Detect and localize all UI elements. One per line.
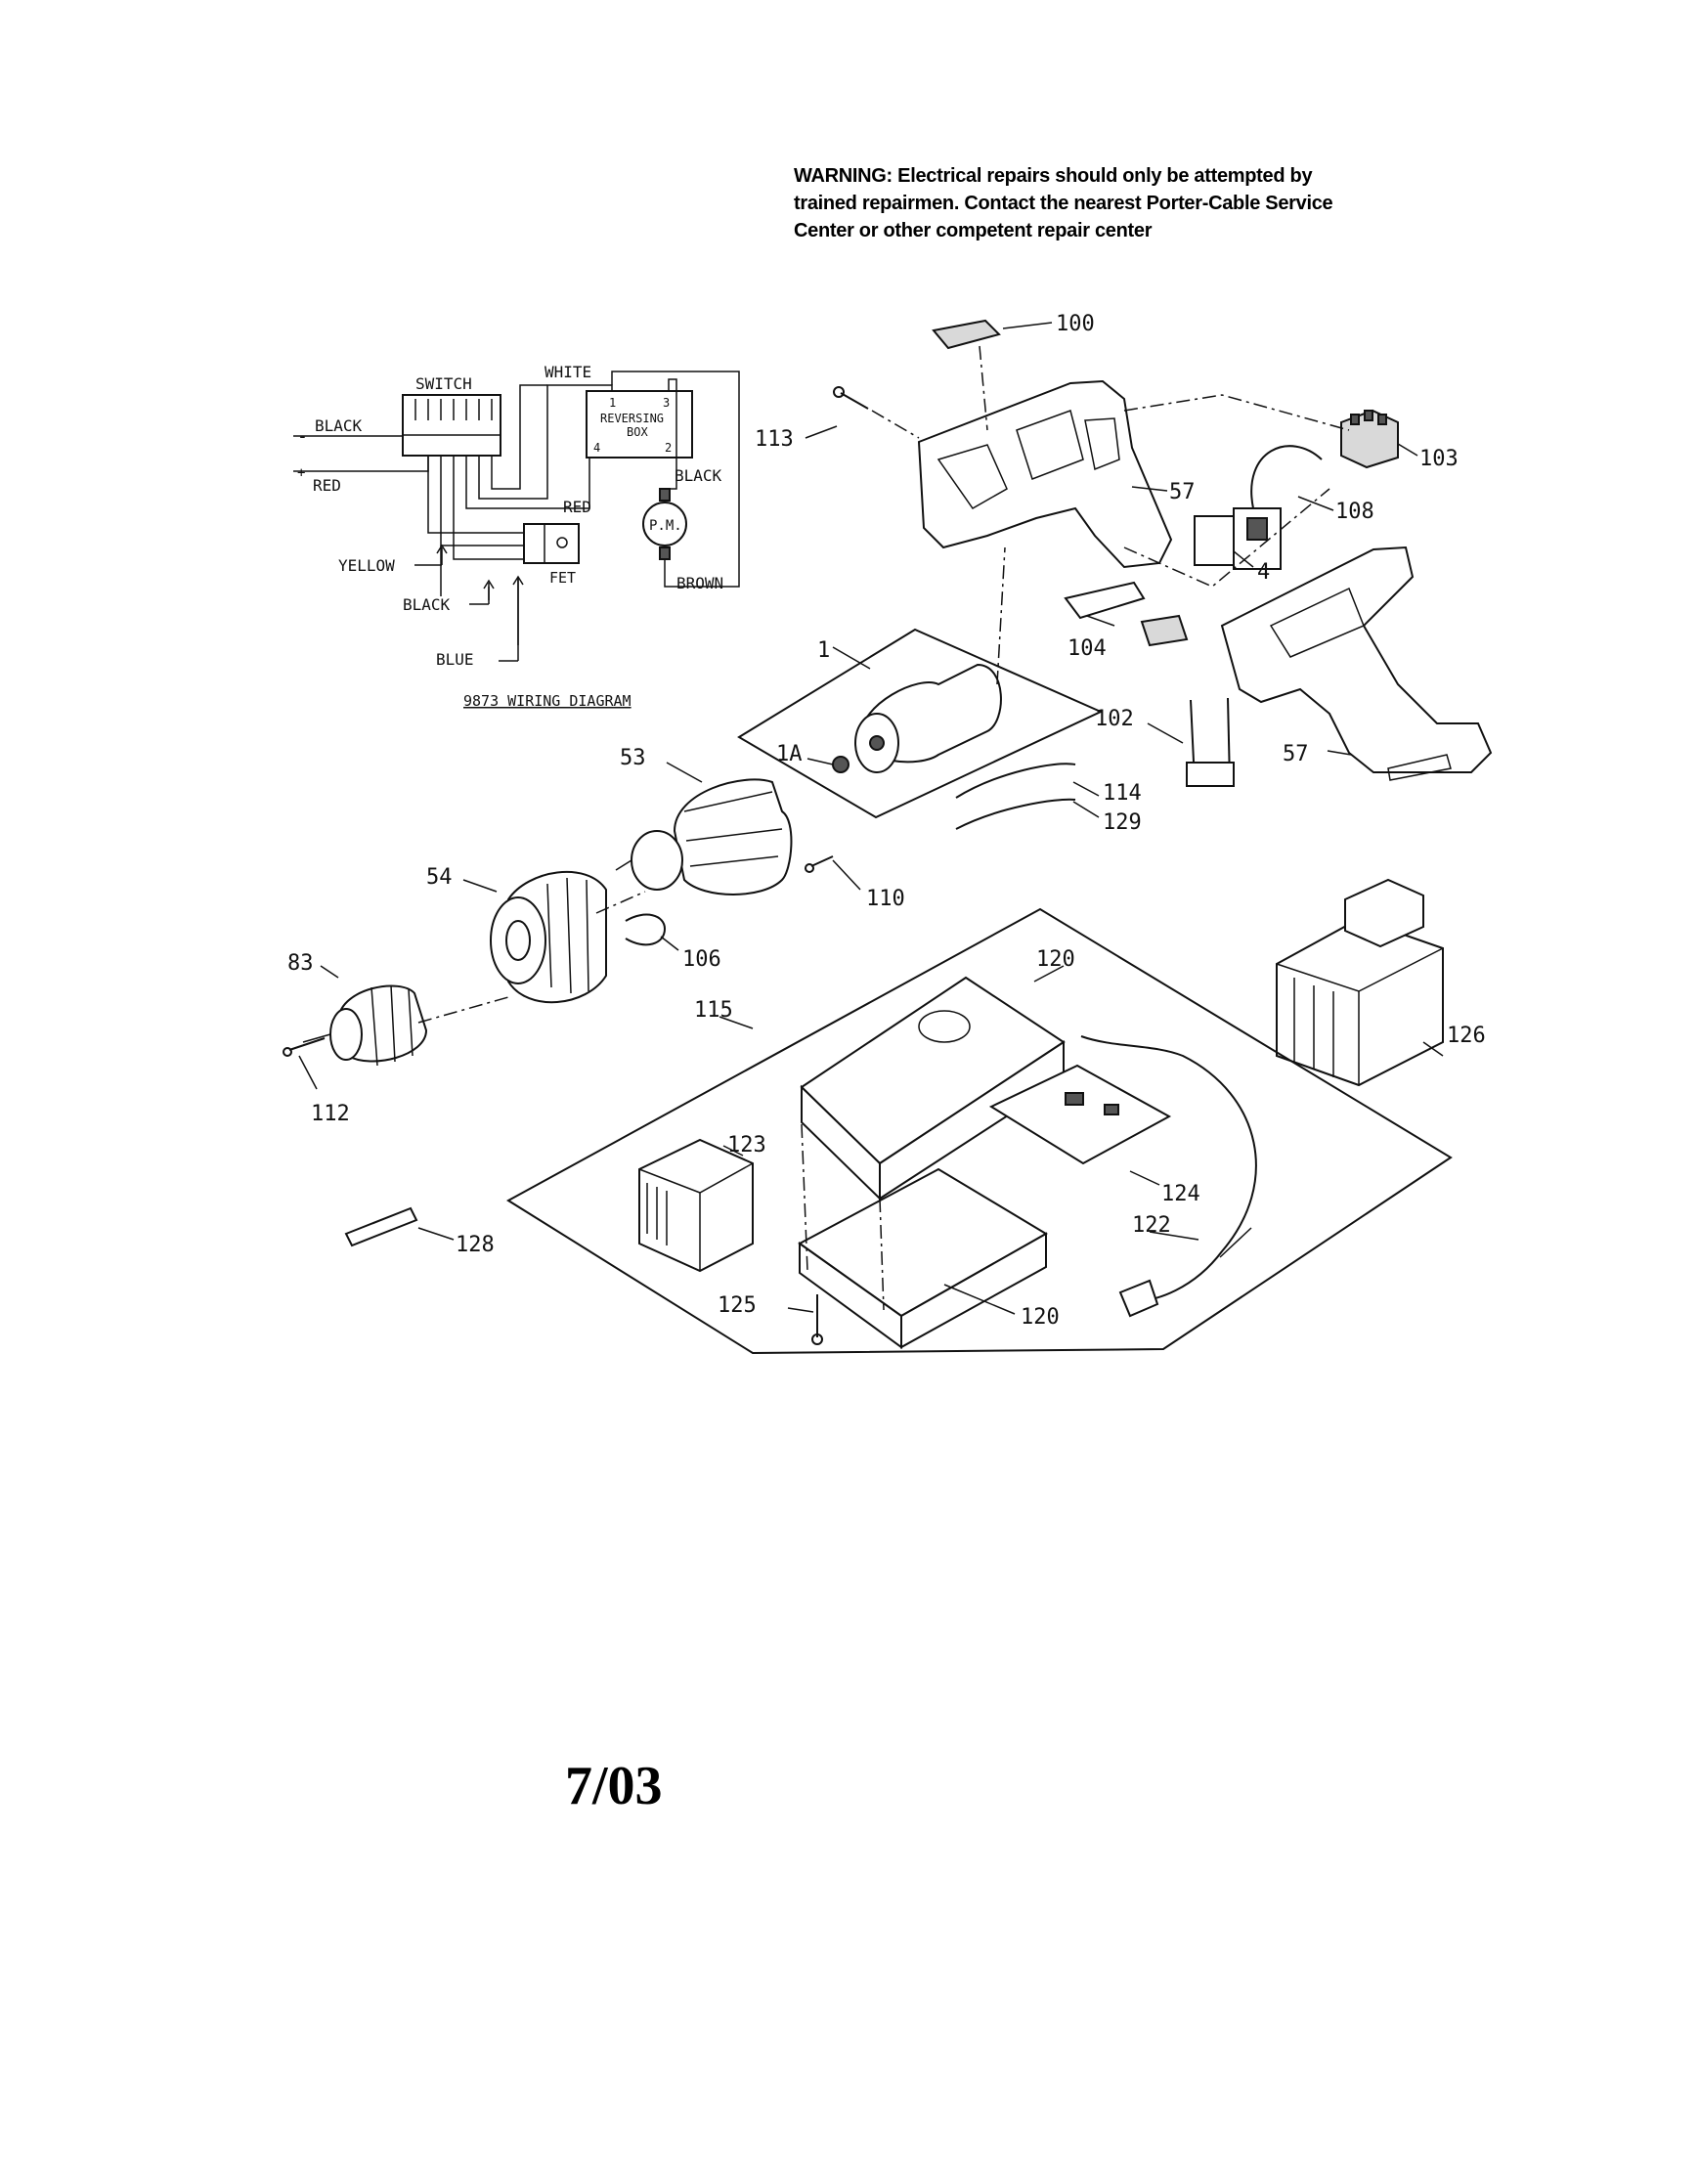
part-4-switch — [1194, 507, 1282, 570]
part-115-outline — [506, 907, 1453, 1355]
wire-label-blue: BLUE — [436, 650, 474, 669]
wire-label-white: WHITE — [545, 363, 591, 381]
part-112-screw — [283, 1037, 326, 1057]
fet-block — [523, 523, 580, 564]
part-128-bit — [344, 1206, 418, 1247]
wiring-diagram: SWITCH 1 3 REVERSING BOX 4 2 P.M. FET — [293, 363, 740, 710]
wire-label-black-motor: BLACK — [675, 466, 722, 485]
motor-symbol — [642, 502, 687, 546]
callout-120-top: 120 — [1036, 947, 1075, 972]
part-1-motor — [854, 663, 1002, 773]
wire-label-black-fet: BLACK — [403, 595, 451, 614]
plus-sign: + — [297, 465, 305, 481]
part-108-lead — [1250, 445, 1323, 509]
revision-date: 7/03 — [565, 1756, 663, 1816]
callout-126: 126 — [1447, 1024, 1486, 1048]
exploded-parts — [283, 319, 1493, 1355]
callout-57-top: 57 — [1169, 480, 1196, 504]
callout-115: 115 — [694, 998, 733, 1023]
part-100-cap — [932, 319, 1001, 350]
part-53-gearbox — [615, 778, 793, 895]
callouts: 100 113 57 103 108 4 104 1 102 57 53 1A … — [287, 312, 1486, 1330]
callout-124: 124 — [1161, 1182, 1200, 1206]
part-129-spring — [955, 798, 1076, 830]
part-122-plug — [1118, 1279, 1159, 1318]
part-114-spring — [955, 763, 1076, 799]
part-124-pcb — [988, 1064, 1172, 1165]
callout-110: 110 — [866, 887, 905, 911]
switch-label: SWITCH — [415, 374, 472, 393]
wires — [293, 371, 740, 661]
terminal-3-label: 3 — [663, 396, 670, 410]
wire-label-black-main: BLACK — [315, 416, 363, 435]
callout-53: 53 — [620, 746, 646, 770]
callout-122: 122 — [1132, 1213, 1171, 1238]
reversing-box — [586, 390, 693, 459]
part-110-screw — [805, 855, 834, 873]
part-125-screw — [811, 1294, 823, 1345]
warning-line-1: WARNING: Electrical repairs should only … — [794, 165, 1313, 187]
callout-125: 125 — [718, 1293, 757, 1318]
wiring-diagram-title: 9873 WIRING DIAGRAM — [463, 692, 632, 710]
callout-leaders — [298, 322, 1444, 1315]
wire-label-red-box: RED — [563, 498, 591, 516]
part-122-cord — [1080, 1035, 1257, 1301]
minus-sign: - — [297, 426, 308, 447]
part-120-top-cover — [800, 976, 1066, 1201]
part-113-screw — [833, 386, 869, 410]
callout-102: 102 — [1095, 707, 1134, 731]
callout-103: 103 — [1419, 447, 1459, 471]
part-106-clip — [625, 913, 667, 946]
part-104-plate — [1140, 614, 1189, 647]
callout-113: 113 — [755, 427, 794, 452]
assembly-lines — [417, 345, 1350, 1311]
fet-label: FET — [549, 569, 576, 587]
motor-label: P.M. — [649, 518, 682, 534]
terminal-1-label: 1 — [609, 396, 616, 410]
part-57-housing-right — [1220, 546, 1493, 773]
part-120-base — [798, 1167, 1048, 1349]
wire-label-yellow: YELLOW — [338, 556, 395, 575]
reversing-box-label: REVERSING — [600, 412, 664, 425]
callout-129: 129 — [1103, 810, 1142, 835]
part-103-connector — [1340, 409, 1399, 469]
part-54-collar — [490, 870, 607, 1004]
terminal-2-label: 2 — [665, 441, 672, 455]
switch-block — [402, 394, 501, 457]
switch-terminals — [403, 399, 501, 436]
part-1A-pinion — [832, 756, 850, 773]
wire-label-brown-motor: BROWN — [676, 574, 723, 592]
callout-57-right: 57 — [1283, 742, 1309, 766]
signal-arrows — [414, 544, 524, 662]
callout-108: 108 — [1335, 500, 1374, 524]
callout-1: 1 — [817, 638, 830, 663]
terminal-4-label: 4 — [593, 441, 600, 455]
warning-line-2: trained repairmen. Contact the nearest P… — [794, 193, 1333, 214]
warning-notice: WARNING: Electrical repairs should only … — [794, 162, 1419, 244]
motor-terminal-top — [659, 488, 671, 502]
part-104-trigger — [1064, 581, 1146, 620]
part-102-bracket — [1186, 697, 1235, 787]
motor-terminal-bottom — [659, 546, 671, 560]
callout-83: 83 — [287, 951, 314, 976]
callout-100: 100 — [1056, 312, 1095, 336]
callout-106: 106 — [682, 947, 721, 972]
part-126-battery — [1276, 878, 1444, 1087]
callout-123: 123 — [727, 1133, 766, 1158]
reversing-box-label-2: BOX — [627, 425, 648, 439]
callout-112: 112 — [311, 1102, 350, 1126]
part-83-chuck — [302, 984, 428, 1067]
callout-54: 54 — [426, 865, 453, 890]
part-1-outline — [737, 628, 1104, 819]
callout-4: 4 — [1257, 560, 1270, 585]
callout-114: 114 — [1103, 781, 1142, 806]
warning-line-3: Center or other competent repair center — [794, 220, 1153, 241]
callout-120-base: 120 — [1021, 1305, 1060, 1330]
callout-104: 104 — [1067, 636, 1107, 661]
callout-1A: 1A — [776, 742, 803, 766]
callout-128: 128 — [456, 1233, 495, 1257]
wire-label-red-main: RED — [313, 476, 341, 495]
part-123-transformer — [638, 1138, 754, 1273]
